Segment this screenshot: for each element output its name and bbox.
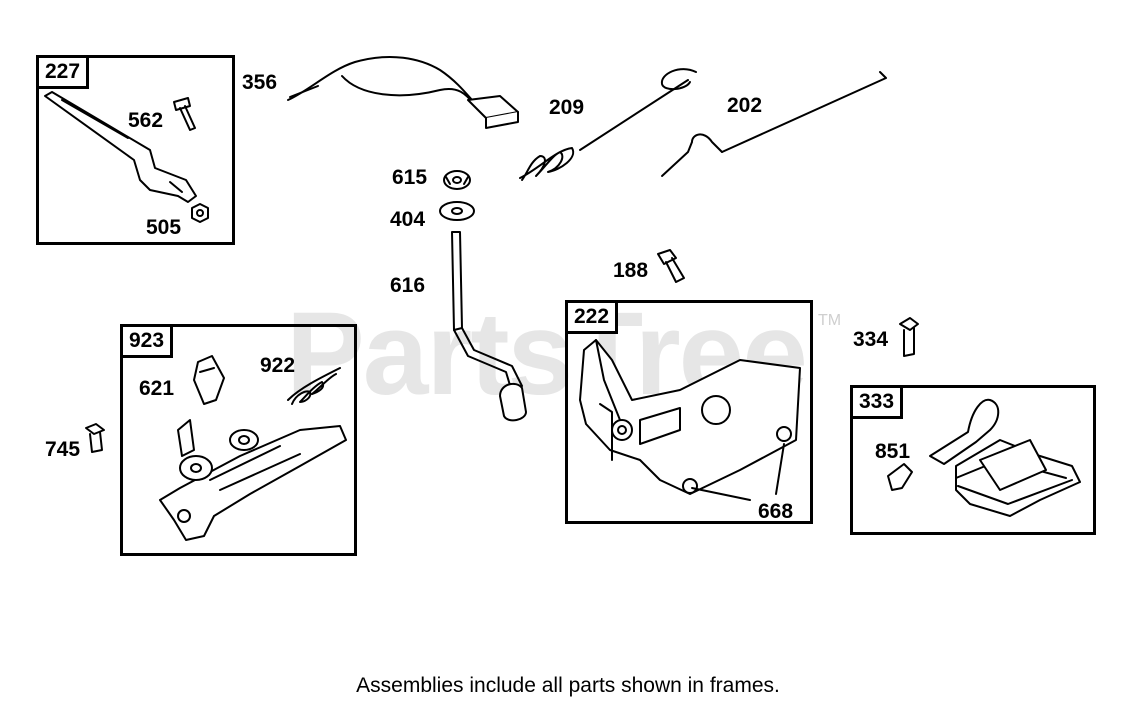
assembly-frame-227: 227: [36, 55, 235, 245]
label-356: 356: [242, 71, 278, 94]
assembly-frame-333: 333: [850, 385, 1096, 535]
screw-188-drawing: [657, 249, 685, 283]
label-334: 334: [853, 328, 889, 351]
screw-745-drawing: [85, 423, 105, 453]
governor-control-923-drawing: [159, 355, 347, 541]
control-bracket-drawing: [44, 91, 197, 203]
label-615: 615: [392, 166, 428, 189]
label-188: 188: [613, 259, 649, 282]
ground-wire-356-drawing: [287, 56, 519, 129]
assemblies-caption: Assemblies include all parts shown in fr…: [356, 674, 780, 697]
assembly-tag-333: 333: [853, 388, 904, 419]
label-404: 404: [390, 208, 426, 231]
label-202: 202: [727, 94, 763, 117]
screw-562-drawing: [173, 97, 196, 131]
label-616: 616: [390, 274, 426, 297]
assembly-tag-222: 222: [568, 303, 619, 334]
assembly-tag-227: 227: [39, 58, 90, 89]
label-668: 668: [758, 500, 794, 523]
label-745: 745: [45, 438, 81, 461]
assembly-tag-923: 923: [123, 327, 174, 358]
label-922: 922: [260, 354, 296, 377]
ignition-module-333-drawing: [929, 398, 1081, 517]
bracket-assembly-222-drawing: [579, 339, 801, 495]
leader-lines-668: [691, 443, 785, 501]
bushing-615-drawing: [443, 170, 471, 190]
screw-334-drawing: [899, 317, 919, 357]
governor-shaft-616-drawing: [451, 231, 527, 422]
label-209: 209: [549, 96, 585, 119]
label-562: 562: [128, 109, 164, 132]
governor-link-202-drawing: [661, 71, 887, 177]
assembly-frame-222: 222: [565, 300, 813, 524]
label-621: 621: [139, 377, 175, 400]
trademark-mark: TM: [818, 312, 842, 329]
governor-spring-209-drawing: [519, 68, 697, 181]
washer-404-drawing: [439, 201, 475, 221]
nut-505-drawing: [191, 203, 209, 223]
label-505: 505: [146, 216, 182, 239]
clip-851-drawing: [887, 463, 913, 491]
assembly-frame-923: 923: [120, 324, 357, 556]
label-851: 851: [875, 440, 911, 463]
